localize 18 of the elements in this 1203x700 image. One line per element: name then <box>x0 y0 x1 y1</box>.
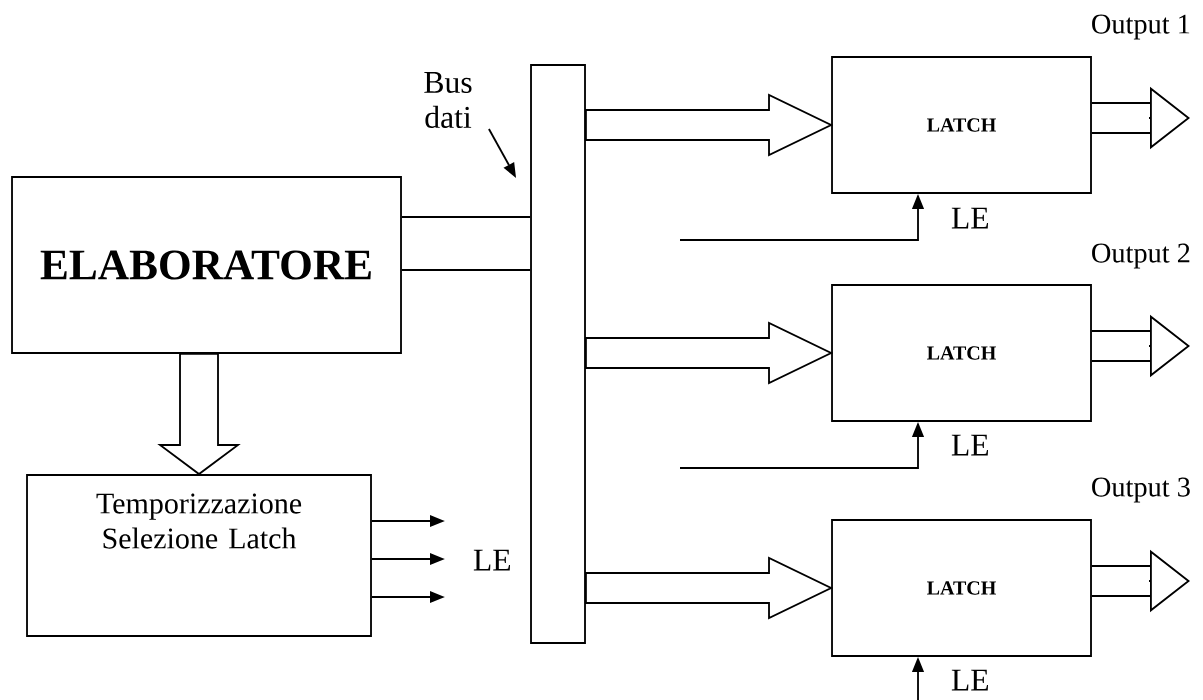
output-label: Output 1 <box>1092 14 1190 40</box>
block-arrow <box>585 556 834 620</box>
signal-label: LE <box>951 669 988 691</box>
timing-box: Temporizzazione Selezione Latch <box>26 474 372 637</box>
processor-box: ELABORATORE <box>11 176 402 354</box>
bus-connection <box>401 216 531 271</box>
output-label: Output 3 <box>1092 477 1190 503</box>
latch-box: LATCH <box>831 56 1092 194</box>
latch-box: LATCH <box>831 284 1092 422</box>
block-arrow <box>585 93 834 157</box>
signal-label: LE <box>951 434 988 456</box>
block-arrow <box>157 353 241 476</box>
latch-box: LATCH <box>831 519 1092 657</box>
bus-label: Bus dati <box>424 72 472 129</box>
bus-bar <box>530 64 586 644</box>
block-arrow <box>585 321 834 385</box>
output-label: Output 2 <box>1092 243 1190 269</box>
signal-label: LE <box>951 207 988 229</box>
